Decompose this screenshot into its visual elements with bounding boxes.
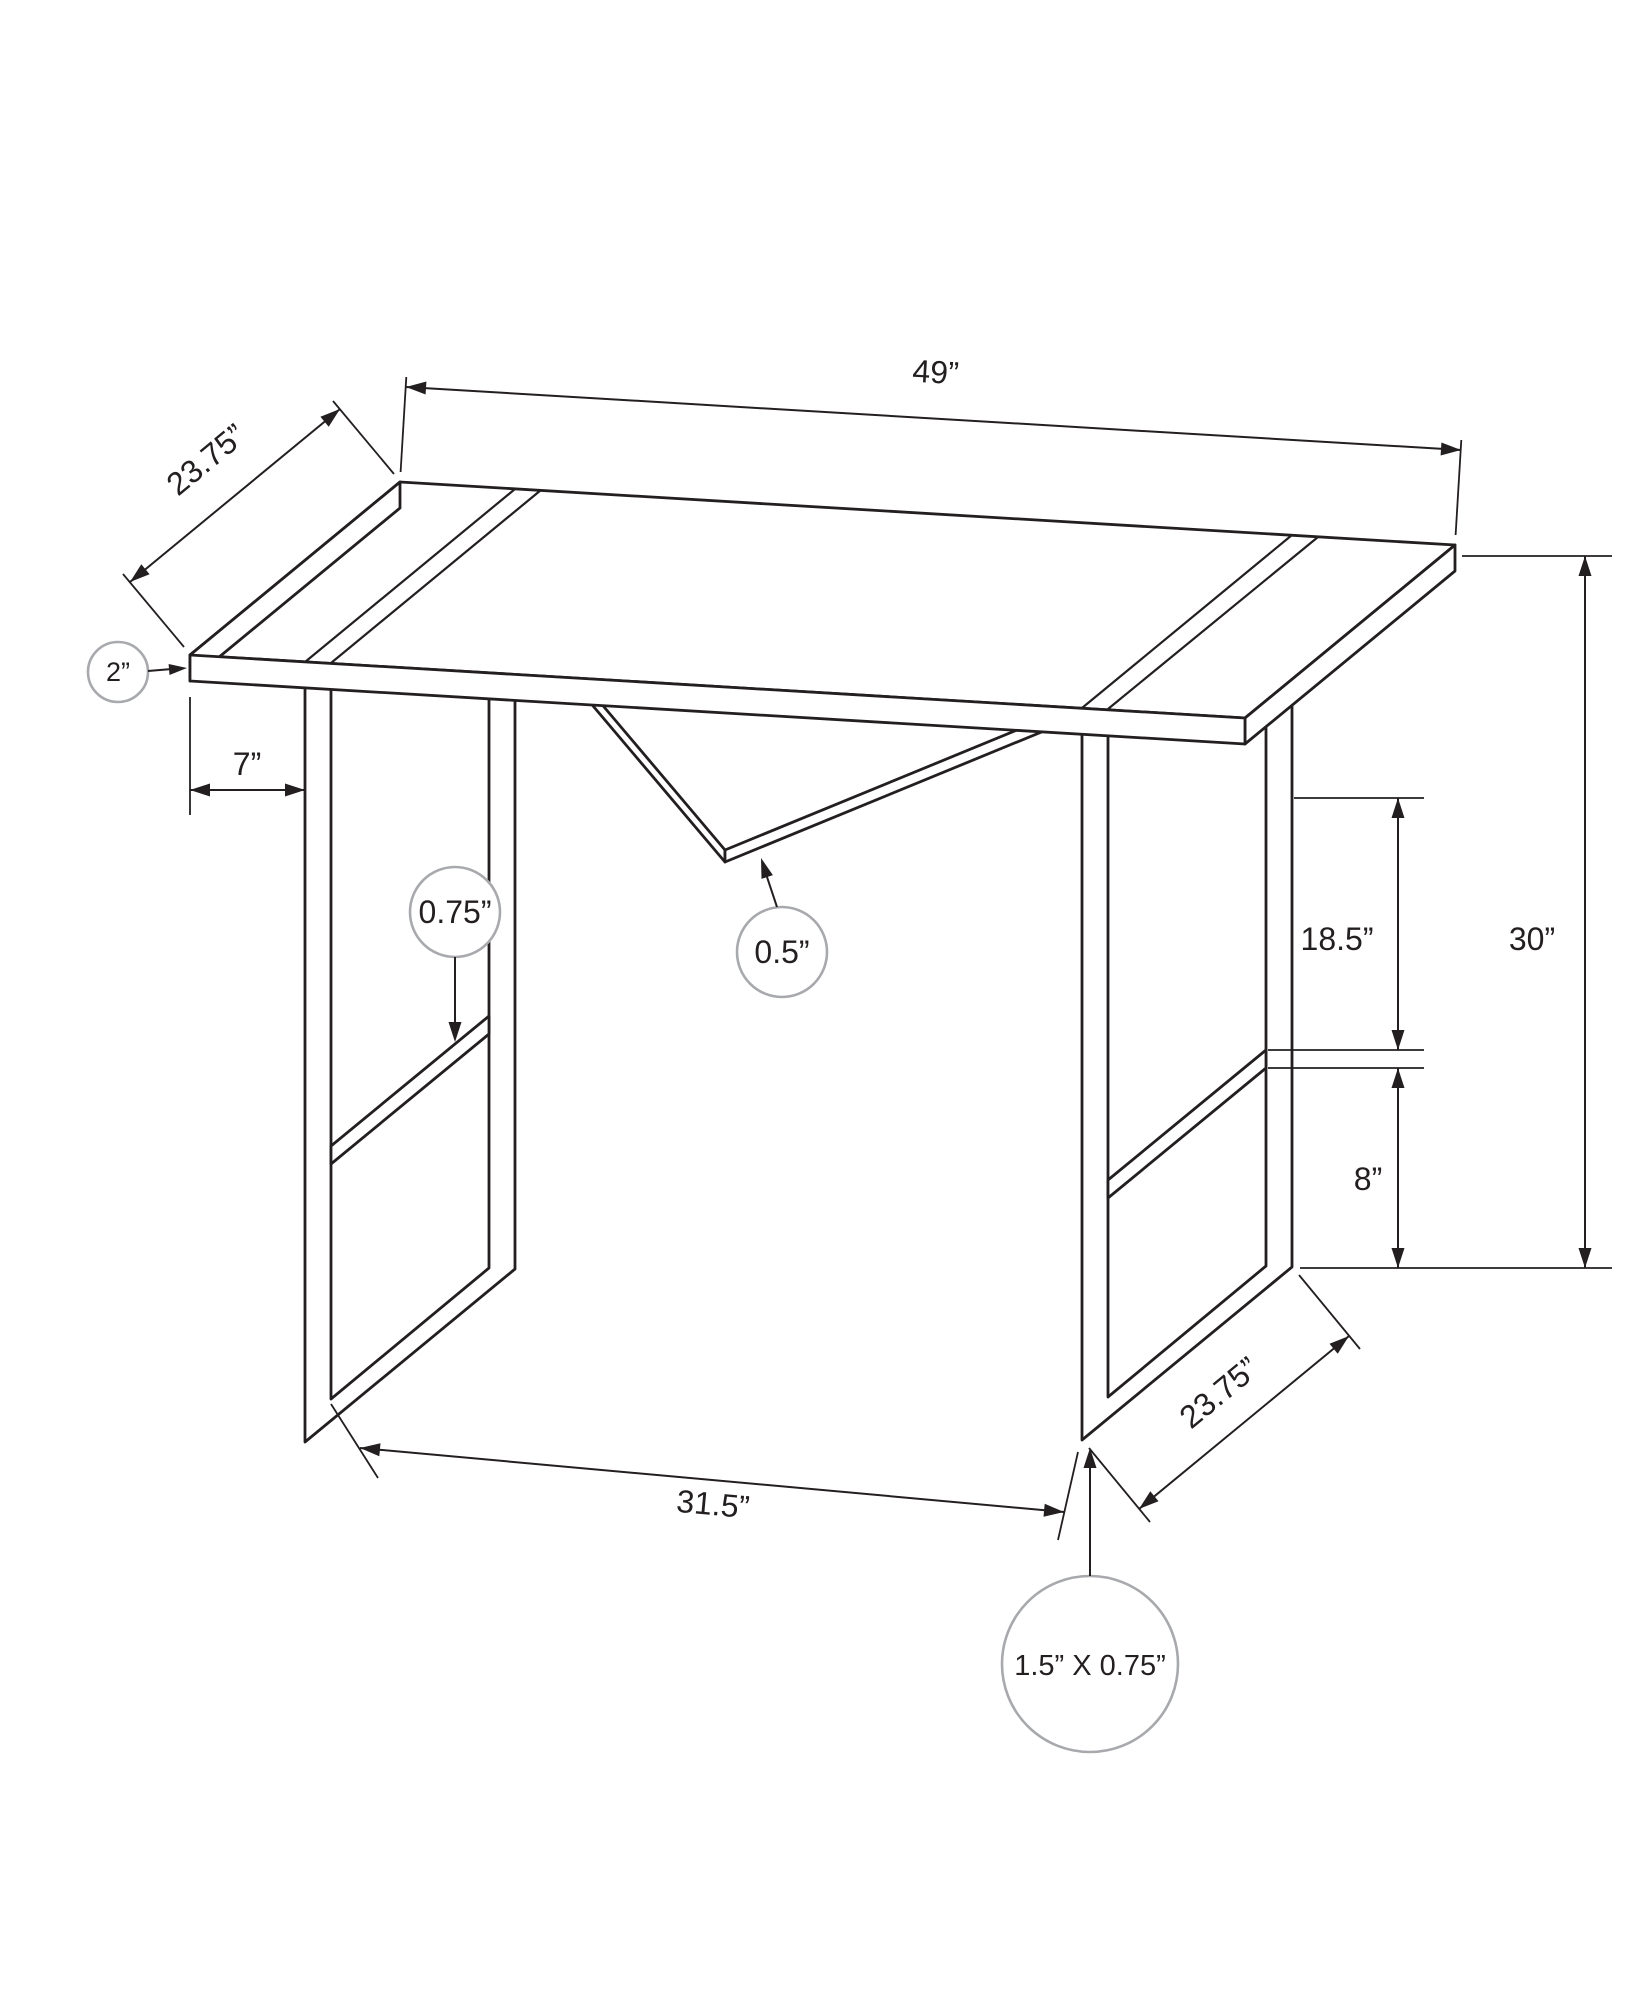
label-brace-tube: 0.5” bbox=[754, 934, 809, 970]
label-shelf-tube: 0.75” bbox=[419, 894, 492, 930]
ext-line bbox=[122, 573, 185, 648]
callout-brace-tube: 0.5” bbox=[735, 858, 829, 999]
arrowhead bbox=[406, 381, 427, 395]
ext-line bbox=[1298, 1274, 1361, 1350]
label-top-length: 49” bbox=[912, 353, 960, 392]
desk-drawing bbox=[188, 480, 1457, 1444]
desktop-seam-left-2 bbox=[330, 489, 542, 664]
label-top-depth: 23.75” bbox=[160, 417, 253, 502]
label-overall-height: 30” bbox=[1509, 921, 1555, 957]
callout-top-thickness: 2” bbox=[86, 640, 187, 704]
dim-line bbox=[1138, 1335, 1350, 1510]
callout-shelf-tube: 0.75” bbox=[408, 865, 502, 1042]
arrowhead bbox=[1391, 798, 1405, 818]
dim-top-overhang: 7” bbox=[189, 697, 305, 815]
dim-top-length: 49” bbox=[399, 353, 1463, 536]
arrowhead bbox=[1329, 1336, 1349, 1354]
callout-circle bbox=[86, 640, 150, 704]
right-leg-shelf bbox=[1106, 1048, 1268, 1200]
arrowhead bbox=[1391, 1248, 1405, 1268]
arrowhead bbox=[1391, 1068, 1405, 1088]
dim-line bbox=[359, 1447, 1065, 1513]
dim-line bbox=[129, 408, 341, 583]
arrowhead bbox=[190, 783, 210, 797]
arrowhead bbox=[320, 409, 340, 427]
label-top-overhang: 7” bbox=[233, 746, 261, 782]
ext-line bbox=[1057, 1451, 1079, 1541]
arrowhead bbox=[1139, 1491, 1159, 1509]
left-leg-shelf bbox=[329, 1014, 491, 1166]
dim-line bbox=[405, 386, 1462, 451]
dim-overall-height: 30” bbox=[1300, 555, 1612, 1269]
arrowhead bbox=[285, 783, 305, 797]
arrowhead bbox=[1043, 1503, 1064, 1517]
arrowhead bbox=[1083, 1448, 1097, 1468]
label-shelf-to-floor: 8” bbox=[1354, 1161, 1382, 1197]
ext-line bbox=[330, 1403, 379, 1479]
dim-shelf-to-floor: 8” bbox=[1268, 1067, 1424, 1268]
ext-line bbox=[1088, 1447, 1151, 1523]
label-top-thickness: 2” bbox=[106, 657, 130, 687]
arrowhead bbox=[1578, 1248, 1592, 1268]
label-between-legs: 31.5” bbox=[675, 1483, 751, 1525]
desktop bbox=[188, 480, 1457, 746]
desktop-seam-right-2 bbox=[1107, 536, 1319, 710]
ext-line bbox=[399, 376, 408, 473]
desktop-seam-left-1 bbox=[304, 488, 516, 663]
arrowhead bbox=[130, 564, 150, 582]
arrowhead bbox=[1440, 442, 1461, 456]
desktop-front-face bbox=[188, 653, 1247, 746]
leader-line bbox=[147, 668, 173, 672]
desktop-seam-right-1 bbox=[1081, 534, 1293, 709]
arrowhead bbox=[761, 858, 773, 879]
arrowhead bbox=[360, 1443, 381, 1457]
arrowhead bbox=[1578, 556, 1592, 576]
label-top-to-shelf: 18.5” bbox=[1301, 921, 1374, 957]
dim-between-legs: 31.5” bbox=[330, 1403, 1079, 1541]
callout-circle bbox=[735, 905, 829, 999]
arrowhead bbox=[168, 664, 187, 675]
ext-line bbox=[332, 400, 395, 475]
dim-top-to-shelf: 18.5” bbox=[1268, 797, 1424, 1051]
callout-leg-tube: 1.5” X 0.75” bbox=[1000, 1448, 1180, 1754]
label-leg-depth: 23.75” bbox=[1173, 1350, 1266, 1435]
ext-line bbox=[1454, 439, 1463, 536]
arrowhead bbox=[448, 1022, 462, 1042]
arrowhead bbox=[1391, 1030, 1405, 1050]
label-leg-tube: 1.5” X 0.75” bbox=[1014, 1650, 1166, 1682]
